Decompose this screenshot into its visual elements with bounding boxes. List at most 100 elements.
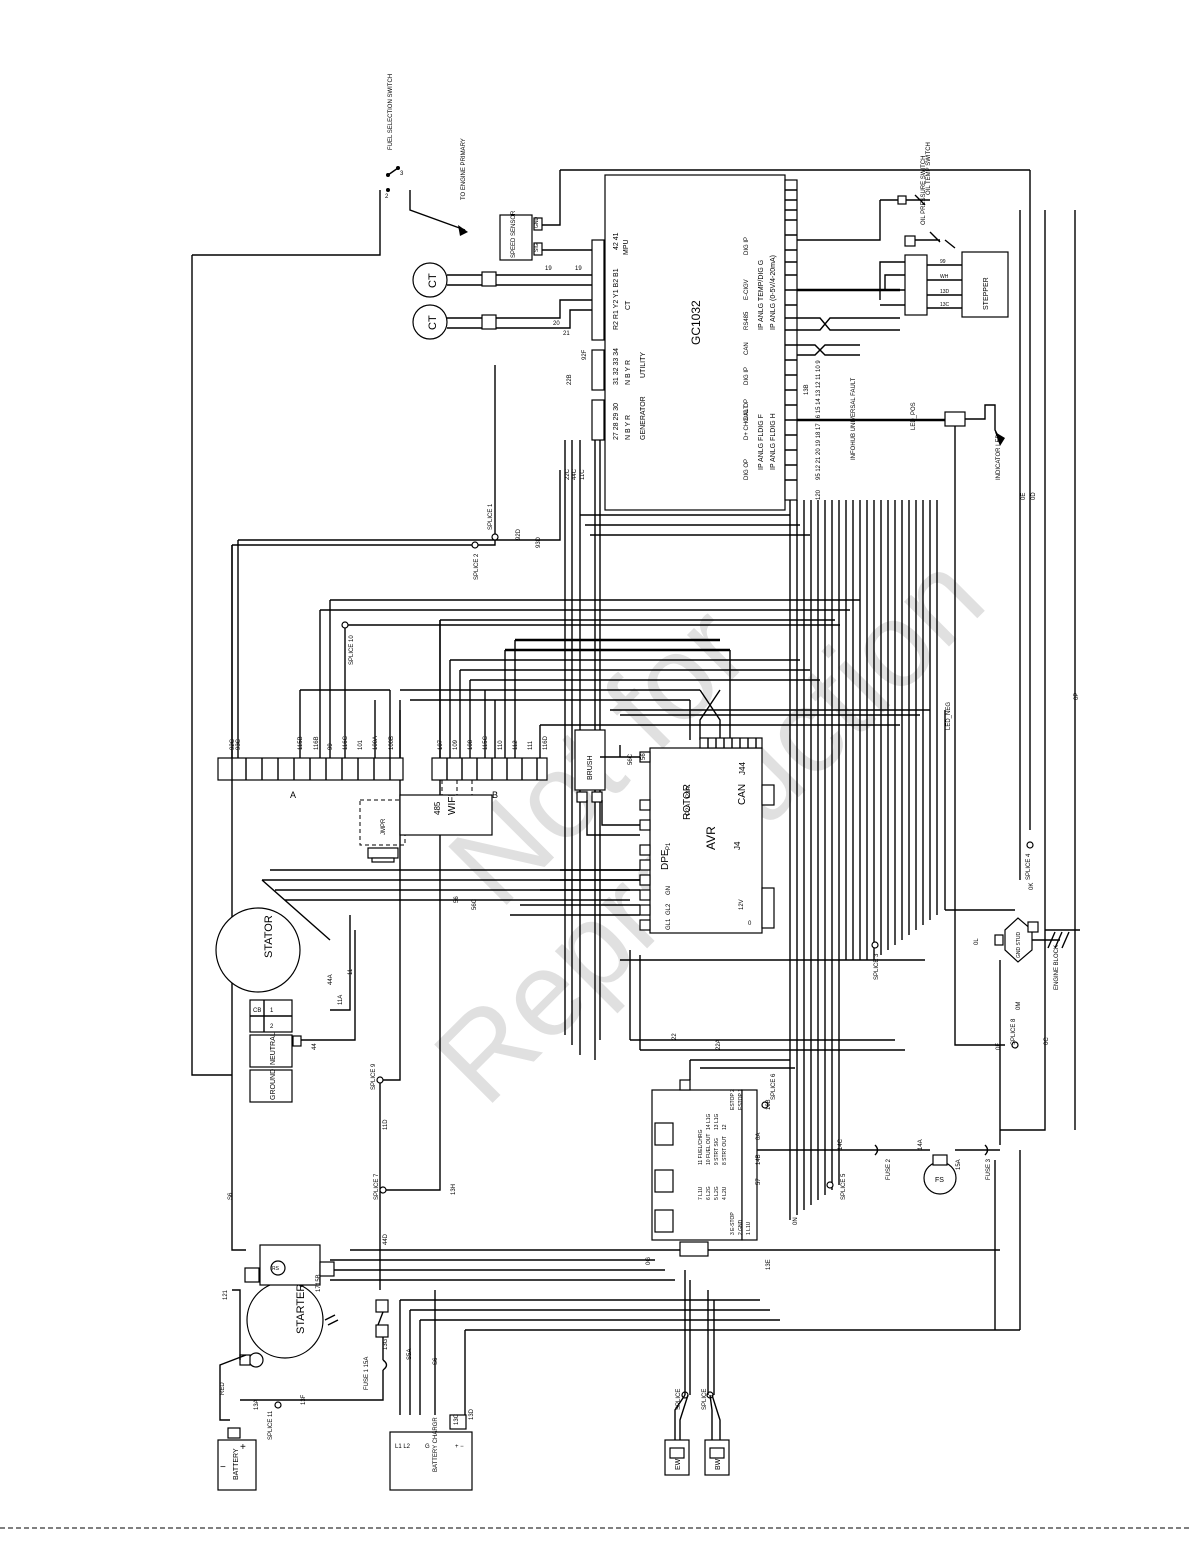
- fuse-3: FUSE 3: [955, 1144, 1000, 1180]
- ct-sensor-2: CT 20 21: [412, 299, 592, 340]
- svg-text:DIG IP: DIG IP: [744, 237, 750, 255]
- svg-text:0: 0: [748, 921, 752, 927]
- svg-text:STATOR: STATOR: [263, 915, 275, 958]
- svg-text:SPEED SENSOR: SPEED SENSOR: [511, 210, 517, 258]
- svg-text:12V: 12V: [739, 899, 745, 910]
- svg-text:116C: 116C: [343, 735, 349, 750]
- svg-text:SPLICE: SPLICE: [702, 1389, 708, 1410]
- svg-text:92D: 92D: [516, 528, 522, 540]
- svg-text:116B: 116B: [314, 736, 320, 750]
- svg-text:115C: 115C: [483, 735, 489, 750]
- svg-text:SPLICE: SPLICE: [676, 1389, 682, 1410]
- starter-motor: STARTER RS 17 RED 121: [219, 1244, 339, 1421]
- svg-text:0E: 0E: [1021, 493, 1027, 500]
- svg-text:485: 485: [433, 801, 442, 815]
- svg-text:WH: WH: [940, 274, 949, 280]
- terminal-block-a: A 92C 93C 115B 116B 99 116C 101 100A 100…: [217, 735, 404, 800]
- brush: BRUSH: [574, 729, 606, 803]
- svg-text:9 STRT SIG: 9 STRT SIG: [714, 1138, 720, 1165]
- svg-text:15A: 15A: [956, 1159, 962, 1170]
- svg-text:13C: 13C: [940, 302, 950, 308]
- splice-markers: SPLICE 1 SPLICE 2 SPLICE 3 SPLICE 4 SPLI…: [268, 503, 1034, 1440]
- svg-text:P1: P1: [666, 842, 672, 850]
- svg-text:SPLICE 10: SPLICE 10: [349, 635, 355, 665]
- fuel-solenoid-fs: FS: [923, 1154, 957, 1195]
- svg-text:OIL TEMP SWITCH: OIL TEMP SWITCH: [926, 142, 932, 195]
- neutral-terminal: NEUTRAL 44: [249, 1032, 318, 1068]
- svg-text:GROUND: GROUND: [270, 1069, 277, 1100]
- svg-text:0L: 0L: [974, 938, 980, 945]
- svg-text:19: 19: [575, 266, 582, 272]
- controller-gc1032: GC1032 IP ANLG FLDIG F IP ANLG FLDIG H I…: [591, 174, 945, 511]
- circuit-breaker: CB 1 2: [249, 999, 293, 1033]
- svg-text:11A: 11A: [338, 995, 344, 1005]
- svg-text:IP ANLG FLDIG F: IP ANLG FLDIG F: [758, 414, 765, 470]
- svg-text:+ −: + −: [455, 1444, 464, 1450]
- svg-text:SPLICE 4: SPLICE 4: [1026, 853, 1032, 880]
- svg-text:5 L2G: 5 L2G: [714, 1186, 720, 1200]
- svg-text:ESTOP 1: ESTOP 1: [738, 1089, 744, 1110]
- svg-text:11D: 11D: [383, 1119, 389, 1130]
- indicator-led: INDICATOR LED LED_POS LED_NEG: [911, 402, 1005, 730]
- svg-text:SPLICE 9: SPLICE 9: [371, 1063, 377, 1090]
- svg-text:S6: S6: [433, 1357, 439, 1365]
- svg-text:BATTERY: BATTERY: [233, 1448, 240, 1480]
- svg-text:J44: J44: [738, 762, 747, 775]
- svg-text:UTILITY: UTILITY: [640, 352, 647, 378]
- svg-text:17: 17: [316, 1285, 322, 1292]
- svg-text:116D: 116D: [543, 735, 549, 750]
- svg-text:13E: 13E: [766, 1259, 772, 1270]
- svg-text:100B: 100B: [389, 736, 395, 750]
- svg-text:GND: GND: [534, 217, 540, 229]
- svg-text:93C: 93C: [236, 738, 242, 750]
- svg-text:NEUTRAL: NEUTRAL: [270, 1032, 277, 1065]
- svg-text:13A: 13A: [254, 1399, 260, 1410]
- svg-text:56: 56: [641, 753, 647, 760]
- battery-negative: −: [220, 1462, 226, 1473]
- svg-text:CB: CB: [253, 1008, 261, 1014]
- svg-text:6 L2G: 6 L2G: [706, 1186, 712, 1200]
- svg-text:RS485: RS485: [744, 311, 750, 330]
- svg-text:93D: 93D: [536, 536, 542, 548]
- svg-text:109: 109: [453, 739, 459, 750]
- svg-text:STEPPER: STEPPER: [983, 277, 990, 310]
- ground-terminal: GROUND: [249, 1069, 293, 1103]
- svg-text:FS: FS: [935, 1177, 944, 1184]
- svg-text:0K: 0K: [1029, 883, 1035, 890]
- svg-text:SPLICE 3: SPLICE 3: [874, 953, 880, 980]
- svg-text:11 FUEL/CHRG: 11 FUEL/CHRG: [698, 1129, 704, 1165]
- svg-text:FUEL SELECTION SWITCH: FUEL SELECTION SWITCH: [388, 74, 394, 150]
- svg-text:20: 20: [553, 321, 560, 327]
- svg-text:11: 11: [348, 968, 354, 975]
- svg-text:BRUSH: BRUSH: [587, 755, 594, 780]
- svg-text:44C: 44C: [572, 468, 578, 480]
- svg-text:IP ANLG FLDIG H: IP ANLG FLDIG H: [770, 413, 777, 470]
- svg-text:INDICATOR LED: INDICATOR LED: [996, 434, 1002, 480]
- svg-text:92C: 92C: [230, 738, 236, 750]
- svg-text:DIG OP: DIG OP: [744, 459, 750, 480]
- fuel-selection-switch: FUEL SELECTION SWITCH 2 3: [385, 74, 404, 200]
- svg-text:MPU: MPU: [623, 239, 630, 255]
- svg-text:GND STUD: GND STUD: [1016, 932, 1022, 959]
- svg-text:0F: 0F: [996, 1043, 1002, 1050]
- svg-text:B: B: [492, 790, 498, 800]
- svg-text:14 L1G: 14 L1G: [706, 1113, 712, 1130]
- svg-text:E-CIGV: E-CIGV: [744, 279, 750, 300]
- svg-text:112: 112: [513, 740, 519, 750]
- svg-text:0D: 0D: [1031, 492, 1037, 500]
- svg-text:CAN: CAN: [737, 784, 748, 805]
- svg-text:44D: 44D: [383, 1233, 389, 1245]
- svg-text:14A: 14A: [918, 1139, 924, 1150]
- svg-text:J4: J4: [733, 841, 742, 850]
- svg-text:JMPR: JMPR: [381, 818, 387, 835]
- svg-text:115B: 115B: [298, 736, 304, 750]
- svg-text:22: 22: [672, 1033, 678, 1040]
- svg-text:21: 21: [563, 331, 570, 337]
- svg-text:121: 121: [223, 1289, 229, 1300]
- svg-text:RED: RED: [220, 1382, 226, 1395]
- speed-sensor: SPEED SENSOR SIG GND TO ENGINE PRIMARY: [409, 138, 592, 261]
- svg-text:P3A: P3A: [686, 787, 692, 798]
- svg-text:7 L1U: 7 L1U: [698, 1186, 704, 1200]
- svg-text:107: 107: [438, 739, 444, 750]
